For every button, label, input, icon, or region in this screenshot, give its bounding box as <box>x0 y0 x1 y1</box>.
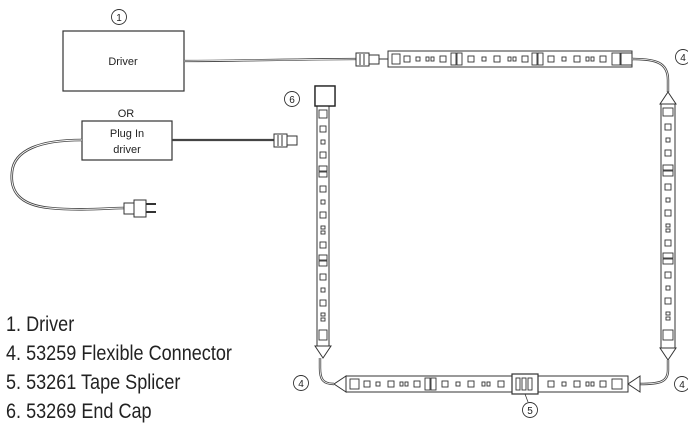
plug-in-driver-label-line2: driver <box>113 144 141 156</box>
or-label: OR <box>118 108 135 120</box>
callout-6: 6 <box>284 91 300 107</box>
legend-item-flexible-connector: 4. 53259 Flexible Connector <box>6 342 232 365</box>
callout-4-bottom-left: 4 <box>293 375 309 391</box>
svg-text:1: 1 <box>116 13 122 24</box>
flexible-connector-top-right <box>631 57 670 92</box>
led-strip-bottom <box>333 375 641 393</box>
plug-in-connector-plug <box>273 133 298 148</box>
callout-4-top-right: 4 <box>675 49 688 65</box>
legend-item-end-cap: 6. 53269 End Cap <box>6 400 152 423</box>
svg-text:5: 5 <box>527 406 533 417</box>
callout-4-bottom-right: 4 <box>674 376 688 392</box>
svg-text:4: 4 <box>298 379 304 390</box>
parts-legend: 1. Driver 4. 53259 Flexible Connector 5.… <box>6 310 232 426</box>
led-strip-left <box>314 85 336 359</box>
plug-in-driver-label-line1: Plug In <box>110 128 144 140</box>
plug-in-driver-box <box>81 120 173 161</box>
driver-connector-plug <box>355 52 380 67</box>
callout-5: 5 <box>522 402 538 418</box>
callout-1: 1 <box>111 9 127 25</box>
led-strip-top <box>387 50 633 68</box>
driver-label: Driver <box>108 56 138 68</box>
led-strip-right <box>659 91 677 361</box>
legend-item-driver: 1. Driver <box>6 313 75 336</box>
flexible-connector-bottom-left <box>318 358 335 386</box>
svg-text:4: 4 <box>680 53 686 64</box>
legend-item-tape-splicer: 5. 53261 Tape Splicer <box>6 371 181 394</box>
driver-box <box>62 30 185 92</box>
end-cap <box>314 85 336 107</box>
wall-plug <box>123 199 156 218</box>
svg-text:4: 4 <box>679 380 685 391</box>
tape-splicer <box>511 373 539 403</box>
svg-text:6: 6 <box>289 95 295 106</box>
